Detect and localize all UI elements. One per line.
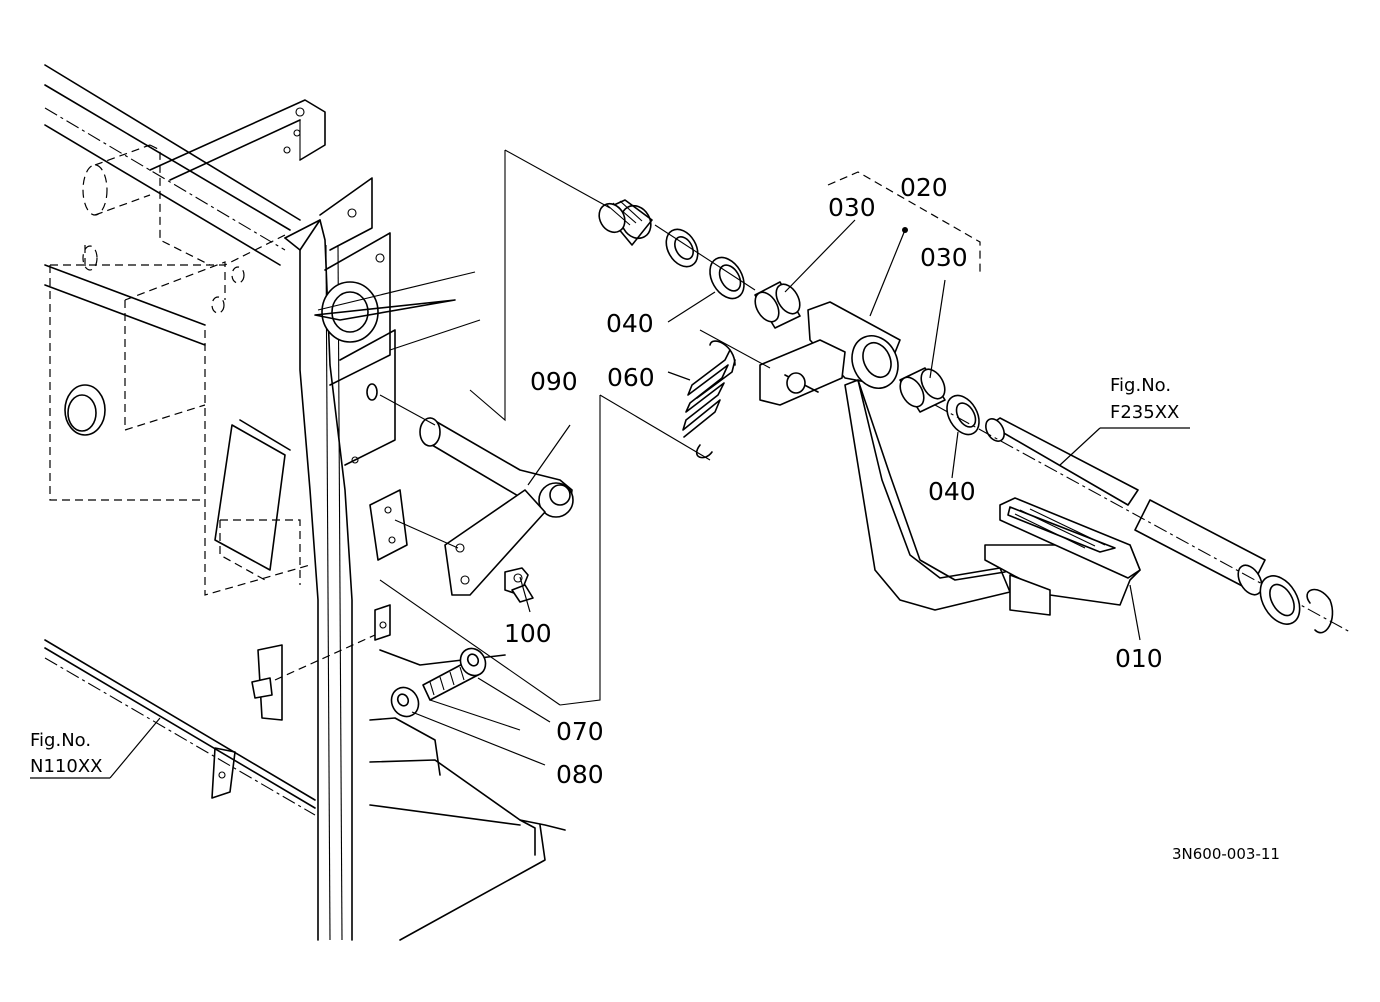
- ref-n110-line2: N110XX: [30, 756, 102, 777]
- ref-f235-line2: F235XX: [1110, 402, 1179, 423]
- label-090: 090: [530, 367, 578, 396]
- part-070-bolt: [422, 647, 487, 701]
- part-090-arm: [419, 417, 574, 596]
- leader-lines: [30, 149, 1190, 779]
- frame-structure: [44, 64, 566, 941]
- ref-f235-line1: Fig.No.: [1110, 375, 1171, 396]
- part-washer-left: [665, 228, 699, 268]
- part-040-collar-left: [709, 256, 745, 300]
- label-010: 010: [1115, 644, 1163, 673]
- label-030-right: 030: [920, 243, 968, 272]
- label-040-left: 040: [606, 309, 654, 338]
- label-070: 070: [556, 717, 604, 746]
- part-needle-bearing: [598, 199, 653, 246]
- label-080: 080: [556, 760, 604, 789]
- part-100-bolt: [504, 567, 534, 603]
- part-circlip: [1259, 575, 1334, 634]
- part-080-nut: [390, 686, 420, 718]
- drawing-number: 3N600-003-11: [1172, 845, 1280, 863]
- label-040-right: 040: [928, 477, 976, 506]
- part-labels: 010 020 030 030 040 040 060 070 080 090 …: [504, 173, 1163, 789]
- figure-references: Fig.No. F235XX Fig.No. N110XX: [30, 375, 1179, 777]
- part-030-bushing-right: [899, 367, 946, 413]
- ref-n110-line1: Fig.No.: [30, 730, 91, 751]
- part-040-collar-right: [946, 394, 980, 436]
- label-030-left: 030: [828, 193, 876, 222]
- part-030-bushing-left: [754, 281, 801, 329]
- part-010-pedal-pad: [984, 497, 1141, 616]
- part-060-spring: [682, 340, 736, 459]
- part-020-pedal-lever: [759, 301, 1011, 611]
- label-020: 020: [900, 173, 948, 202]
- label-060: 060: [607, 363, 655, 392]
- label-100: 100: [504, 619, 552, 648]
